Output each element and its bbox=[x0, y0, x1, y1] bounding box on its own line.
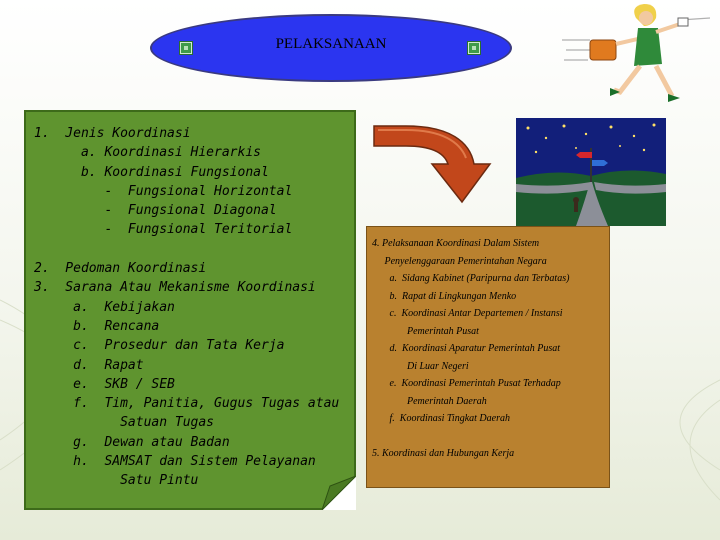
list-item: f. Tim, Panitia, Gugus Tugas atau bbox=[34, 396, 340, 412]
slide-title: PELAKSANAAN bbox=[275, 36, 387, 52]
list-item: d. Rapat bbox=[34, 357, 144, 373]
green-square-bullet-icon bbox=[468, 42, 480, 54]
list-item: Pemerintah Daerah bbox=[372, 395, 487, 407]
page-curl-icon bbox=[322, 476, 356, 510]
list-item: - Fungsional Diagonal bbox=[34, 203, 277, 219]
list-item: Penyelenggaraan Pemerintahan Negara bbox=[372, 255, 547, 267]
right-content-panel bbox=[366, 226, 610, 488]
list-item: d. Koordinasi Aparatur Pemerintah Pusat bbox=[372, 343, 561, 354]
list-item: - Fungsional Teritorial bbox=[34, 222, 293, 238]
curved-arrow-icon bbox=[373, 125, 492, 204]
list-item: b. Rencana bbox=[34, 318, 160, 334]
list-item: 4. Pelaksanaan Koordinasi Dalam Sistem bbox=[372, 238, 540, 249]
list-item: a. Koordinasi Hierarkis bbox=[34, 145, 261, 161]
list-item bbox=[372, 428, 612, 446]
list-item bbox=[34, 240, 354, 259]
list-item: Di Luar Negeri bbox=[372, 360, 469, 372]
list-item: e. SKB / SEB bbox=[34, 376, 175, 392]
list-item: b. Koordinasi Fungsional bbox=[34, 164, 269, 180]
list-item: a. Sidang Kabinet (Paripurna dan Terbata… bbox=[372, 273, 570, 284]
list-item: 3. Sarana Atau Mekanisme Koordinasi bbox=[34, 280, 316, 296]
implementation-list: 4. Pelaksanaan Koordinasi Dalam Sistem P… bbox=[372, 235, 612, 463]
list-item: f. Koordinasi Tingkat Daerah bbox=[372, 413, 510, 424]
green-square-bullet-icon bbox=[180, 42, 192, 54]
title-oval bbox=[150, 14, 512, 82]
list-item: 1. Jenis Koordinasi bbox=[34, 126, 191, 141]
list-item: h. SAMSAT dan Sistem Pelayanan bbox=[34, 454, 316, 470]
list-item: e. Koordinasi Pemerintah Pusat Terhadap bbox=[372, 378, 561, 389]
list-item: Satu Pintu bbox=[34, 473, 199, 489]
left-content-panel bbox=[24, 110, 356, 510]
list-item: c. Koordinasi Antar Departemen / Instans… bbox=[372, 308, 563, 319]
running-businesswoman-illustration bbox=[562, 4, 711, 102]
list-item: b. Rapat di Lingkungan Menko bbox=[372, 290, 517, 302]
list-item: - Fungsional Horizontal bbox=[34, 183, 293, 199]
list-item: 2. Pedoman Koordinasi bbox=[34, 261, 207, 277]
list-item: 5. Koordinasi dan Hubungan Kerja bbox=[372, 448, 515, 459]
list-item: Satuan Tugas bbox=[34, 415, 215, 431]
list-item: Pemerintah Pusat bbox=[372, 325, 479, 337]
coordination-list: 1. Jenis Koordinasi a. Koordinasi Hierar… bbox=[34, 124, 354, 491]
list-item: g. Dewan atau Badan bbox=[34, 434, 230, 450]
night-crossroads-illustration bbox=[516, 118, 666, 226]
list-item: a. Kebijakan bbox=[34, 299, 175, 315]
list-item: c. Prosedur dan Tata Kerja bbox=[34, 338, 285, 354]
